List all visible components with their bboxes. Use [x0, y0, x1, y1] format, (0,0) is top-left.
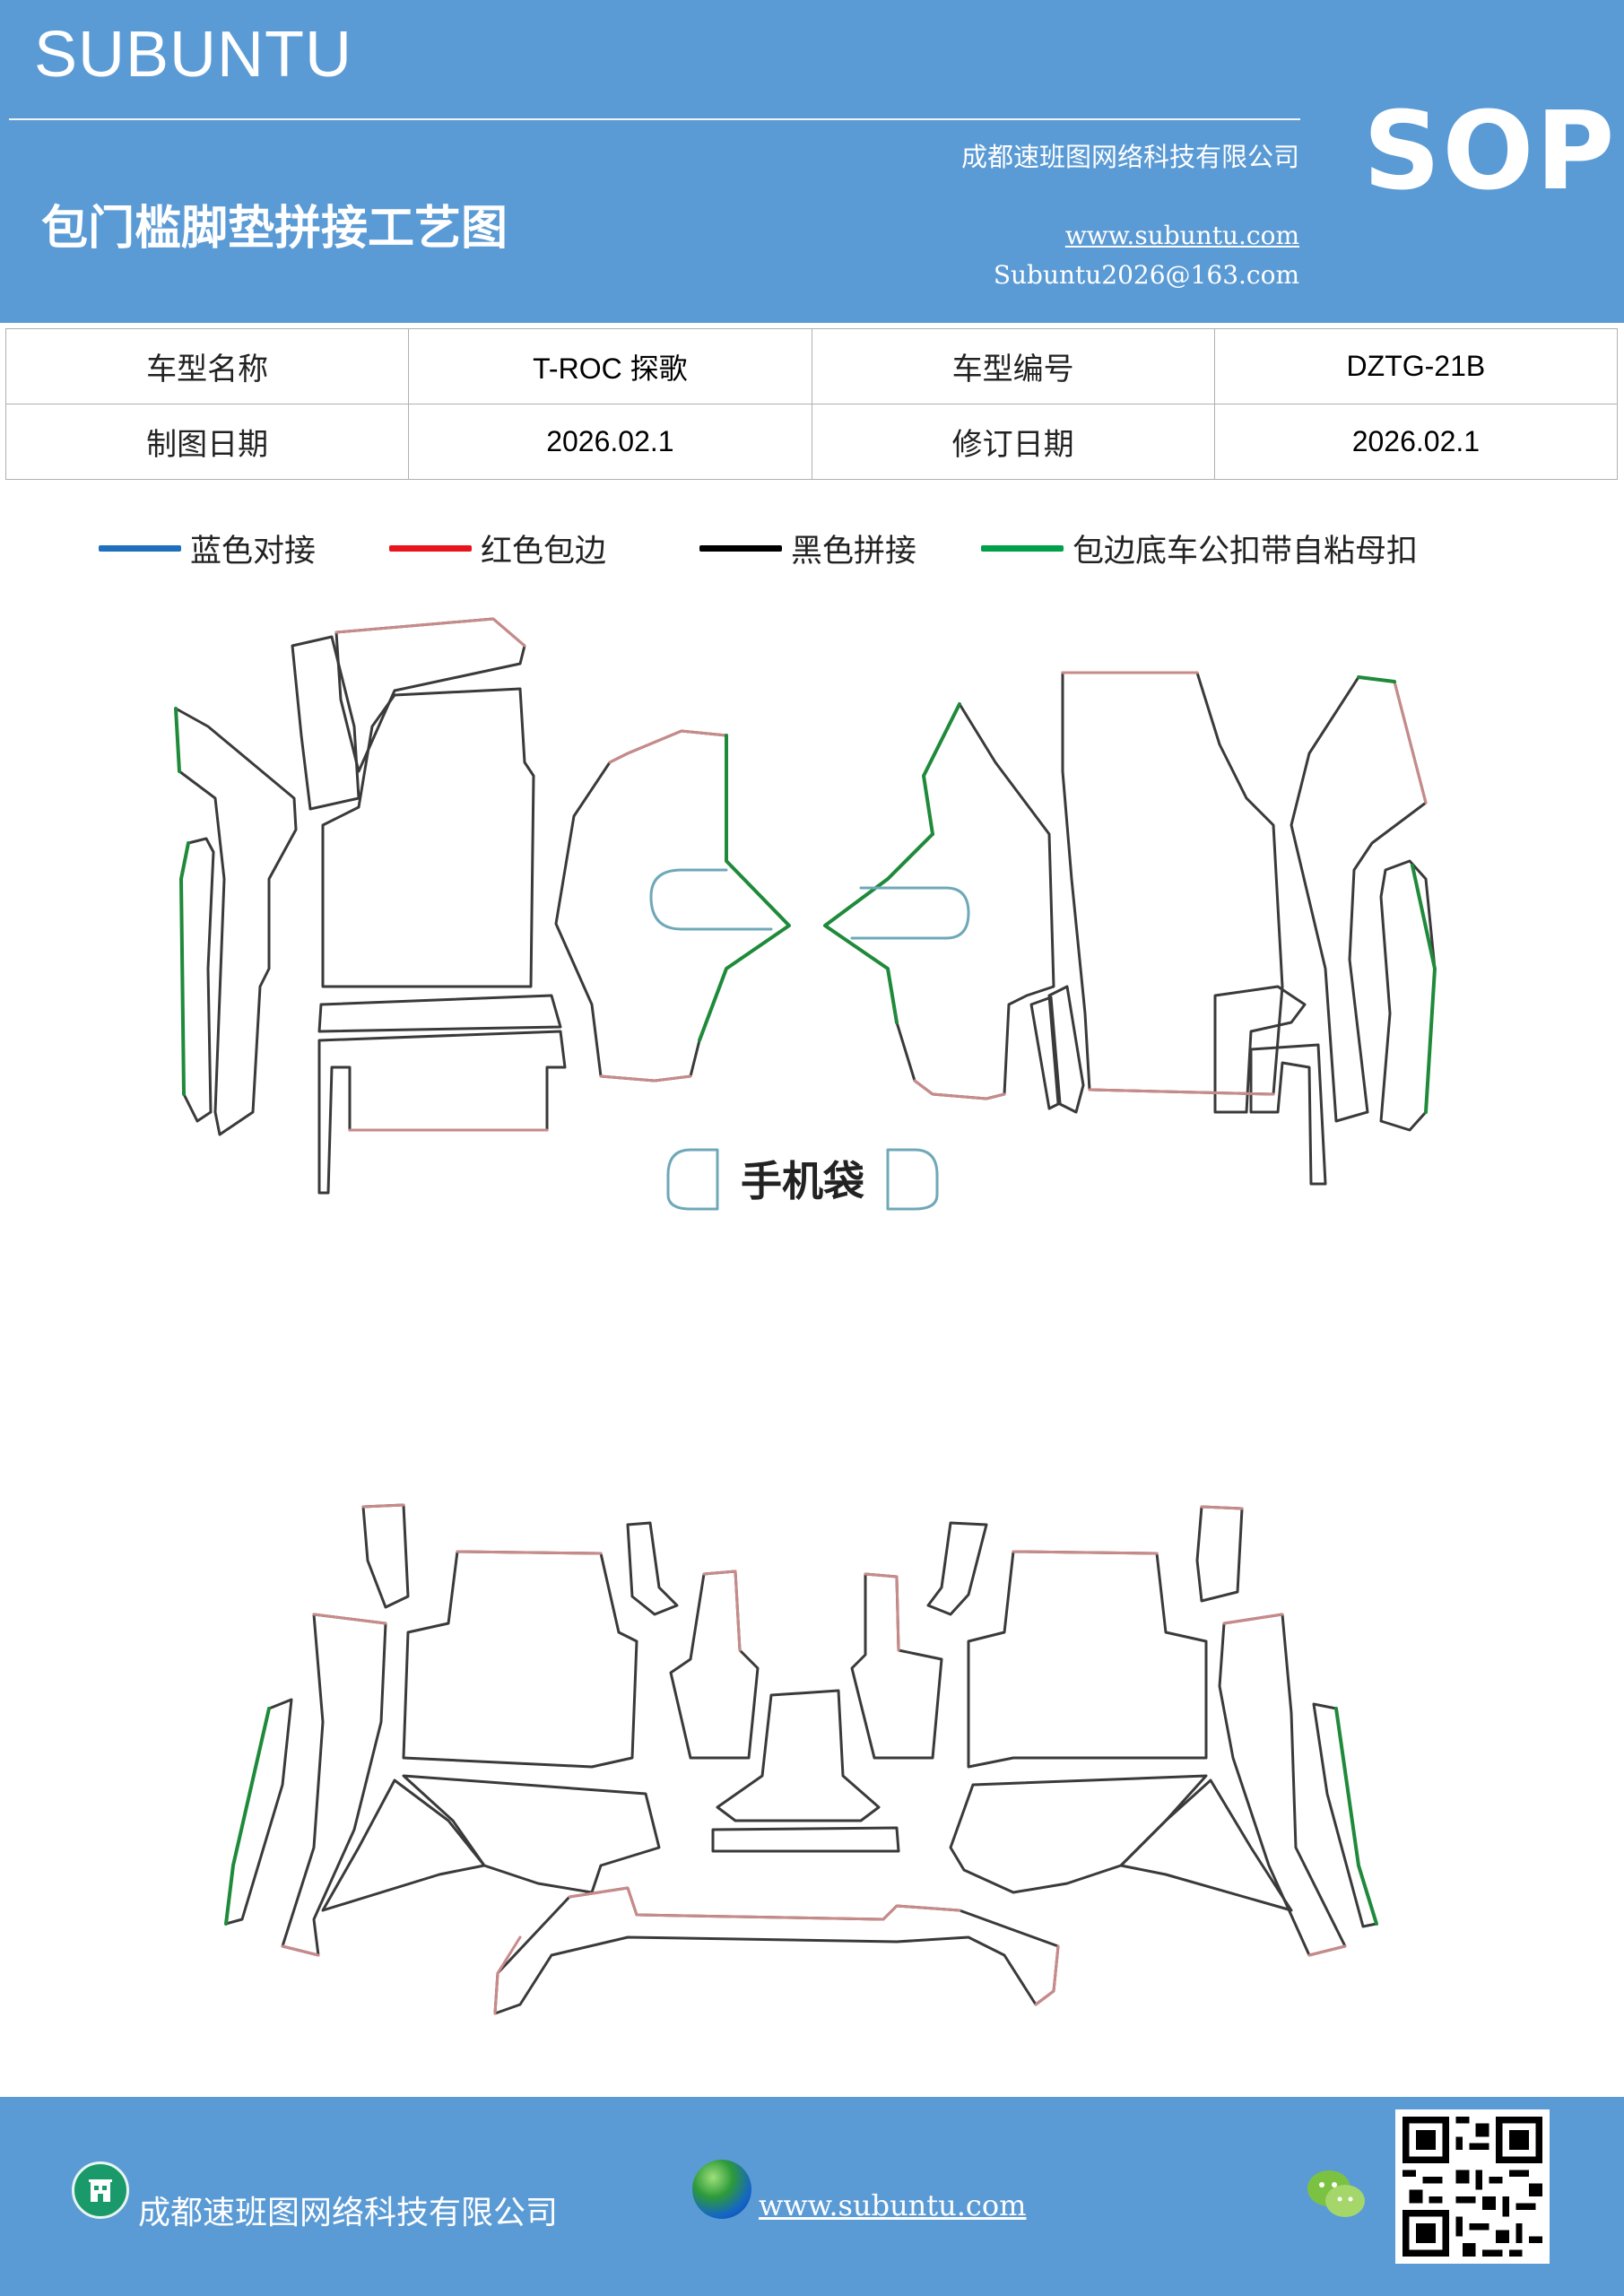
rear-right-inner [926, 1521, 988, 1616]
rear-center-base [711, 1826, 900, 1853]
driver-bottom-strip [317, 1030, 567, 1195]
right-lower-piece [1213, 985, 1307, 1114]
rear-left-arch [281, 1613, 387, 1957]
rear-left-mat [402, 1550, 638, 1769]
table-row: 制图日期 2026.02.1 修订日期 2026.02.1 [4, 404, 1619, 480]
rear-left-wedge [321, 1779, 486, 1912]
pocket-bracket-left [666, 1148, 719, 1211]
model-code-value: DZTG-21B [1213, 328, 1619, 404]
table-row: 车型名称 T-ROC 探歌 车型编号 DZTG-21B [4, 328, 1619, 404]
right-pocket-outline [850, 886, 970, 940]
header-email: Subuntu2026@163.com [993, 260, 1299, 290]
driver-lower-strip [317, 994, 562, 1033]
left-sill-piece [174, 707, 298, 1136]
header-divider [9, 118, 1300, 120]
draw-date-value: 2026.02.1 [408, 404, 812, 480]
rear-right-mat [967, 1550, 1208, 1769]
left-sill-inner [179, 837, 215, 1123]
header-website-link[interactable]: www.subuntu.com [1064, 221, 1299, 250]
passenger-side-strip-2 [1029, 996, 1062, 1110]
vehicle-info-table: 车型名称 T-ROC 探歌 车型编号 DZTG-21B 制图日期 2026.02… [4, 328, 1619, 480]
legend-item-red: 红色包边 [389, 524, 606, 572]
brand-logo-text: SUBUNTU [34, 19, 353, 91]
rear-right-pillar [1195, 1505, 1244, 1603]
left-upper-piece [334, 617, 526, 773]
revise-date-label: 修订日期 [811, 404, 1215, 480]
rear-bench-strip [493, 1886, 1060, 2015]
rear-right-wedge [1119, 1779, 1293, 1912]
pocket-bracket-right [886, 1148, 939, 1211]
legend-label: 蓝色对接 [190, 533, 317, 570]
model-code-label: 车型编号 [811, 328, 1215, 404]
rear-right-lower [949, 1774, 1208, 1894]
model-name-value: T-ROC 探歌 [408, 328, 812, 404]
model-name-label: 车型名称 [4, 328, 410, 404]
left-pocket-outline [649, 868, 773, 931]
header-company-name: 成都速班图网络科技有限公司 [960, 142, 1299, 172]
rear-left-console [669, 1570, 760, 1760]
draw-date-label: 制图日期 [4, 404, 410, 480]
revise-date-value: 2026.02.1 [1213, 404, 1619, 480]
rear-left-pillar [361, 1503, 410, 1609]
page-footer: 成都速班图网络科技有限公司 www.subuntu.com [0, 2097, 1624, 2296]
driver-mat [321, 687, 535, 988]
color-legend: 蓝色对接 红色包边 黑色拼接 包边底车公扣带自粘母扣 [0, 524, 1624, 572]
legend-swatch [699, 544, 782, 552]
page-title: 包门槛脚垫拼接工艺图 [41, 202, 508, 256]
legend-label: 红色包边 [481, 533, 607, 570]
sop-badge: SOP [1363, 90, 1617, 214]
rear-left-inner [626, 1521, 679, 1616]
passenger-side-strip [1047, 985, 1085, 1114]
right-sill-piece [1379, 859, 1437, 1132]
legend-swatch [99, 544, 181, 552]
legend-label: 黑色拼接 [791, 533, 917, 570]
legend-item-blue: 蓝色对接 [99, 524, 316, 572]
page-header: SUBUNTU SOP 成都速班图网络科技有限公司 包门槛脚垫拼接工艺图 www… [0, 0, 1624, 323]
legend-swatch [389, 544, 472, 552]
rear-center-tunnel [716, 1689, 881, 1822]
passenger-mat [1061, 671, 1284, 1096]
left-pillar-piece [291, 635, 360, 811]
rear-mat-diagram [0, 1489, 1624, 2045]
qr-code [1395, 2109, 1550, 2264]
center-left-piece [554, 729, 791, 1083]
rear-left-sill [224, 1698, 293, 1926]
legend-item-black: 黑色拼接 [699, 524, 916, 572]
phone-pocket-label: 手机袋 [741, 1157, 864, 1205]
wechat-icon[interactable] [1304, 2167, 1368, 2222]
building-icon [72, 2161, 129, 2219]
right-pillar-piece [1290, 675, 1428, 1123]
legend-label: 包边底车公扣带自粘母扣 [1073, 533, 1419, 570]
legend-swatch [981, 544, 1064, 552]
right-bottom-strip [1249, 1043, 1327, 1186]
footer-company-name: 成都速班图网络科技有限公司 [138, 2195, 559, 2231]
globe-icon [692, 2160, 751, 2219]
front-mat-diagram: 手机袋 [0, 610, 1624, 1220]
legend-item-green: 包边底车公扣带自粘母扣 [981, 524, 1418, 572]
footer-website-link[interactable]: www.subuntu.com [759, 2188, 1027, 2222]
